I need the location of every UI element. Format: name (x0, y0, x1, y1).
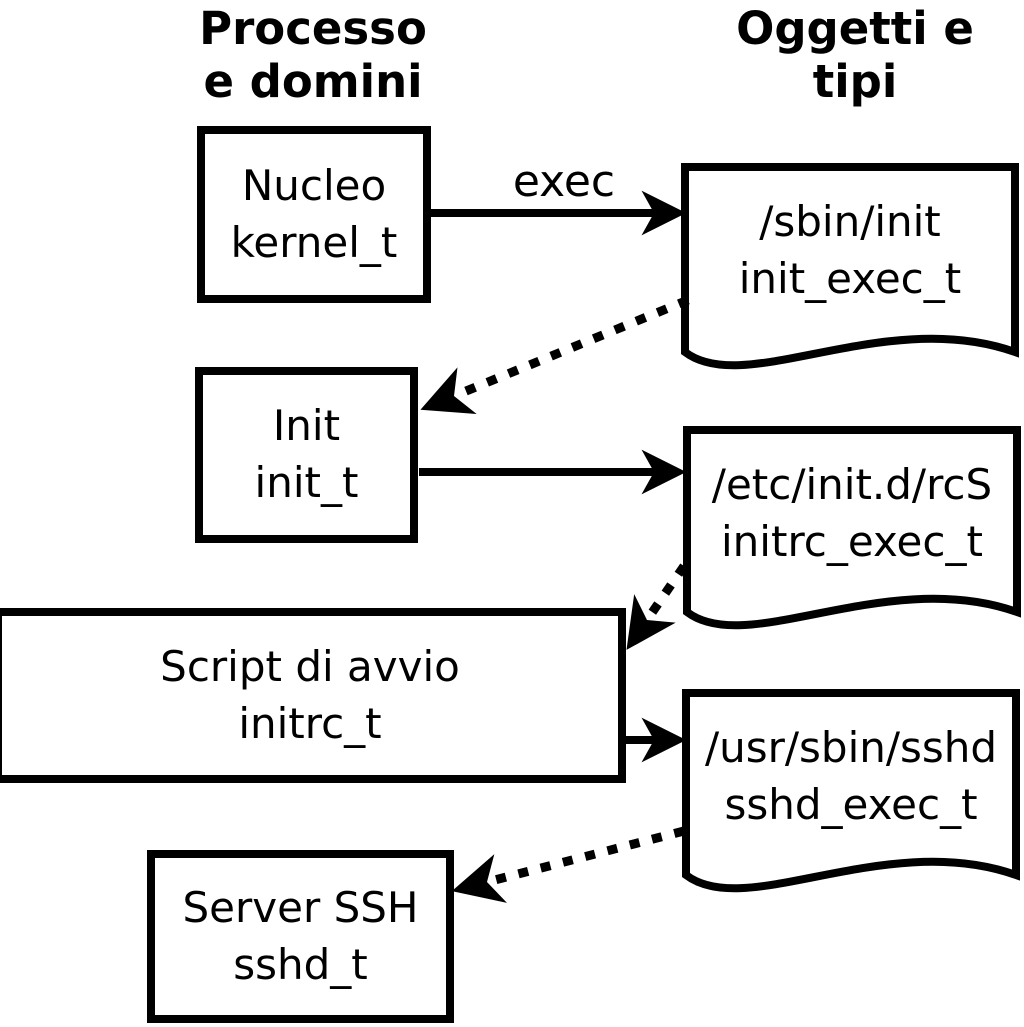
process-box-kernel-label: Nucleo kernel_t (230, 160, 398, 267)
column-header-objects: Oggetti e tipi (736, 2, 974, 109)
process-box-sshd-label: Server SSH sshd_t (182, 882, 419, 989)
process-box-init-label: Init init_t (254, 401, 359, 507)
process-box-initrc-label: Script di avvio initrc_t (160, 641, 460, 748)
column-header-processes: Processo e domini (199, 2, 427, 109)
document-shape-init-exec (681, 163, 1019, 370)
process-box-sshd: Server SSH sshd_t (147, 850, 454, 1023)
process-box-kernel: Nucleo kernel_t (197, 126, 431, 303)
dotted-arrow-sshd-exec-to-sshd (451, 826, 686, 903)
dotted-arrow-init-exec-to-init (420, 295, 690, 414)
exec-arrow-label: exec (512, 156, 616, 207)
document-shape-initrc-exec (683, 426, 1021, 630)
process-box-initrc: Script di avvio initrc_t (0, 608, 626, 783)
process-box-init: Init init_t (195, 367, 418, 543)
dotted-arrow-initrc-exec-to-initrc (626, 563, 688, 650)
document-shape-sshd-exec (682, 689, 1020, 893)
